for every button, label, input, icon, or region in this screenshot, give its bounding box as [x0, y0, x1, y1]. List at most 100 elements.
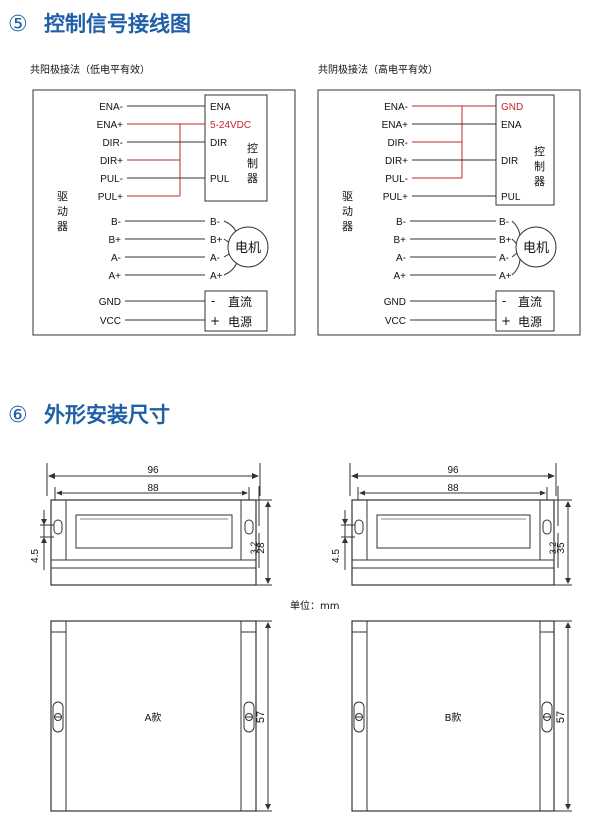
driver-label-2: 动	[57, 205, 68, 218]
motor-b-minus: B-	[210, 217, 220, 228]
wiring-right-caption: 共阴极接法（高电平有效）	[318, 63, 438, 76]
pin-vcc: VCC	[385, 316, 406, 327]
ctrl-ena: ENA	[210, 102, 231, 113]
dim-b-width-outer: 96	[447, 465, 459, 476]
dim-b-hole-offset: 4.5	[331, 549, 342, 563]
power-label-2: 电源	[228, 315, 252, 329]
model-a-label: A款	[145, 711, 162, 724]
driver-label-3: 器	[342, 220, 353, 233]
pin-dir-minus: DIR-	[387, 138, 408, 149]
wiring-diagram-right: 共阴极接法（高电平有效） 驱 动 器 ENA- ENA+ DIR- DIR+ P…	[317, 63, 581, 336]
power-minus-sign: -	[211, 294, 215, 308]
driver-label-1: 驱	[342, 190, 353, 203]
pin-vcc: VCC	[100, 316, 121, 327]
pin-dir-plus: DIR+	[100, 156, 123, 167]
section-6-number: ⑥	[8, 403, 28, 428]
power-label-2: 电源	[518, 315, 542, 329]
power-wires-right	[410, 300, 496, 321]
section-5-title: 控制信号接线图	[44, 12, 191, 36]
pin-gnd: GND	[384, 297, 406, 308]
dim-a-width-outer: 96	[147, 465, 159, 476]
motor-label-right: 电机	[523, 241, 549, 256]
pin-b-plus: B+	[393, 235, 406, 246]
power-label-1: 直流	[518, 295, 542, 309]
motor-circle-right	[515, 226, 557, 268]
model-b-label: B款	[445, 711, 462, 724]
section-5-number: ⑤	[8, 12, 28, 37]
dim-b-height: 35	[556, 542, 567, 554]
motor-a-minus: A-	[499, 253, 509, 264]
power-wires-left	[125, 300, 205, 321]
signal-wires-right	[412, 123, 496, 197]
dim-a-depth: 57	[255, 711, 267, 723]
section-6-title: 外形安装尺寸	[44, 403, 170, 427]
controller-box-right	[495, 94, 555, 206]
signal-wires-left	[127, 105, 205, 179]
top-view-a	[50, 620, 272, 812]
driver-label-3: 器	[57, 220, 68, 233]
ctrl-label-3: 器	[534, 175, 545, 188]
ctrl-pul: PUL	[210, 174, 230, 185]
power-minus-sign: -	[502, 294, 506, 308]
motor-b-plus: B+	[499, 235, 512, 246]
pin-dir-minus: DIR-	[102, 138, 123, 149]
power-plus-sign: +	[501, 314, 511, 328]
power-box-left	[204, 290, 268, 332]
top-view-b	[351, 620, 572, 812]
pin-a-plus: A+	[393, 271, 406, 282]
unit-label: 单位：mm	[290, 599, 339, 612]
motor-label-left: 电机	[235, 241, 261, 256]
ctrl-label-1: 控	[534, 144, 545, 158]
driver-label-2: 动	[342, 205, 353, 218]
common-anode-wires-left	[127, 123, 205, 197]
pin-ena-plus: ENA+	[382, 120, 409, 131]
motor-circle-left	[227, 226, 269, 268]
driver-label-1: 驱	[57, 190, 68, 203]
ctrl-label-2: 制	[247, 157, 258, 170]
wiring-diagram-left: 共阳极接法（低电平有效） 驱 动 器 ENA- ENA+ DIR- DIR+ P…	[30, 63, 296, 336]
motor-b-minus: B-	[499, 217, 509, 228]
pin-dir-plus: DIR+	[385, 156, 408, 167]
dimension-front-b	[341, 463, 572, 586]
pin-b-plus: B+	[108, 235, 121, 246]
motor-b-plus: B+	[210, 235, 223, 246]
pin-pul-plus: PUL+	[98, 192, 123, 203]
dim-a-width-inner: 88	[147, 483, 159, 494]
pin-b-minus: B-	[396, 217, 406, 228]
power-plus-sign: +	[210, 314, 220, 328]
pin-ena-minus: ENA-	[384, 102, 408, 113]
dim-b-slot: 3.2	[548, 542, 558, 555]
dim-b-width-inner: 88	[447, 483, 459, 494]
ctrl-label-2: 制	[534, 160, 545, 173]
pin-a-minus: A-	[111, 253, 121, 264]
ctrl-ena: ENA	[501, 120, 522, 131]
pin-a-minus: A-	[396, 253, 406, 264]
pin-pul-minus: PUL-	[385, 174, 408, 185]
wiring-left-caption: 共阳极接法（低电平有效）	[30, 63, 150, 76]
ctrl-pul: PUL	[501, 192, 521, 203]
ctrl-label-3: 器	[247, 172, 258, 185]
power-label-1: 直流	[228, 295, 252, 309]
pin-a-plus: A+	[108, 271, 121, 282]
pin-ena-minus: ENA-	[99, 102, 123, 113]
ctrl-dir: DIR	[501, 156, 518, 167]
dim-a-slot: 3.2	[249, 542, 259, 555]
pin-ena-plus: ENA+	[97, 120, 124, 131]
power-box-right	[495, 290, 555, 332]
motor-a-plus: A+	[210, 271, 223, 282]
ctrl-dir: DIR	[210, 138, 227, 149]
pin-pul-plus: PUL+	[383, 192, 408, 203]
dim-a-hole-offset: 4.5	[30, 549, 41, 563]
ctrl-gnd: GND	[501, 102, 523, 113]
dim-a-height: 28	[256, 542, 267, 554]
ctrl-voltage: 5-24VDC	[210, 120, 251, 131]
pin-pul-minus: PUL-	[100, 174, 123, 185]
ctrl-label-1: 控	[247, 141, 258, 155]
dim-b-depth: 57	[555, 711, 567, 723]
motor-wires-left	[125, 220, 239, 276]
controller-box-left	[204, 94, 268, 202]
motor-a-plus: A+	[499, 271, 512, 282]
pin-gnd: GND	[99, 297, 121, 308]
dimension-front-a	[40, 463, 272, 586]
